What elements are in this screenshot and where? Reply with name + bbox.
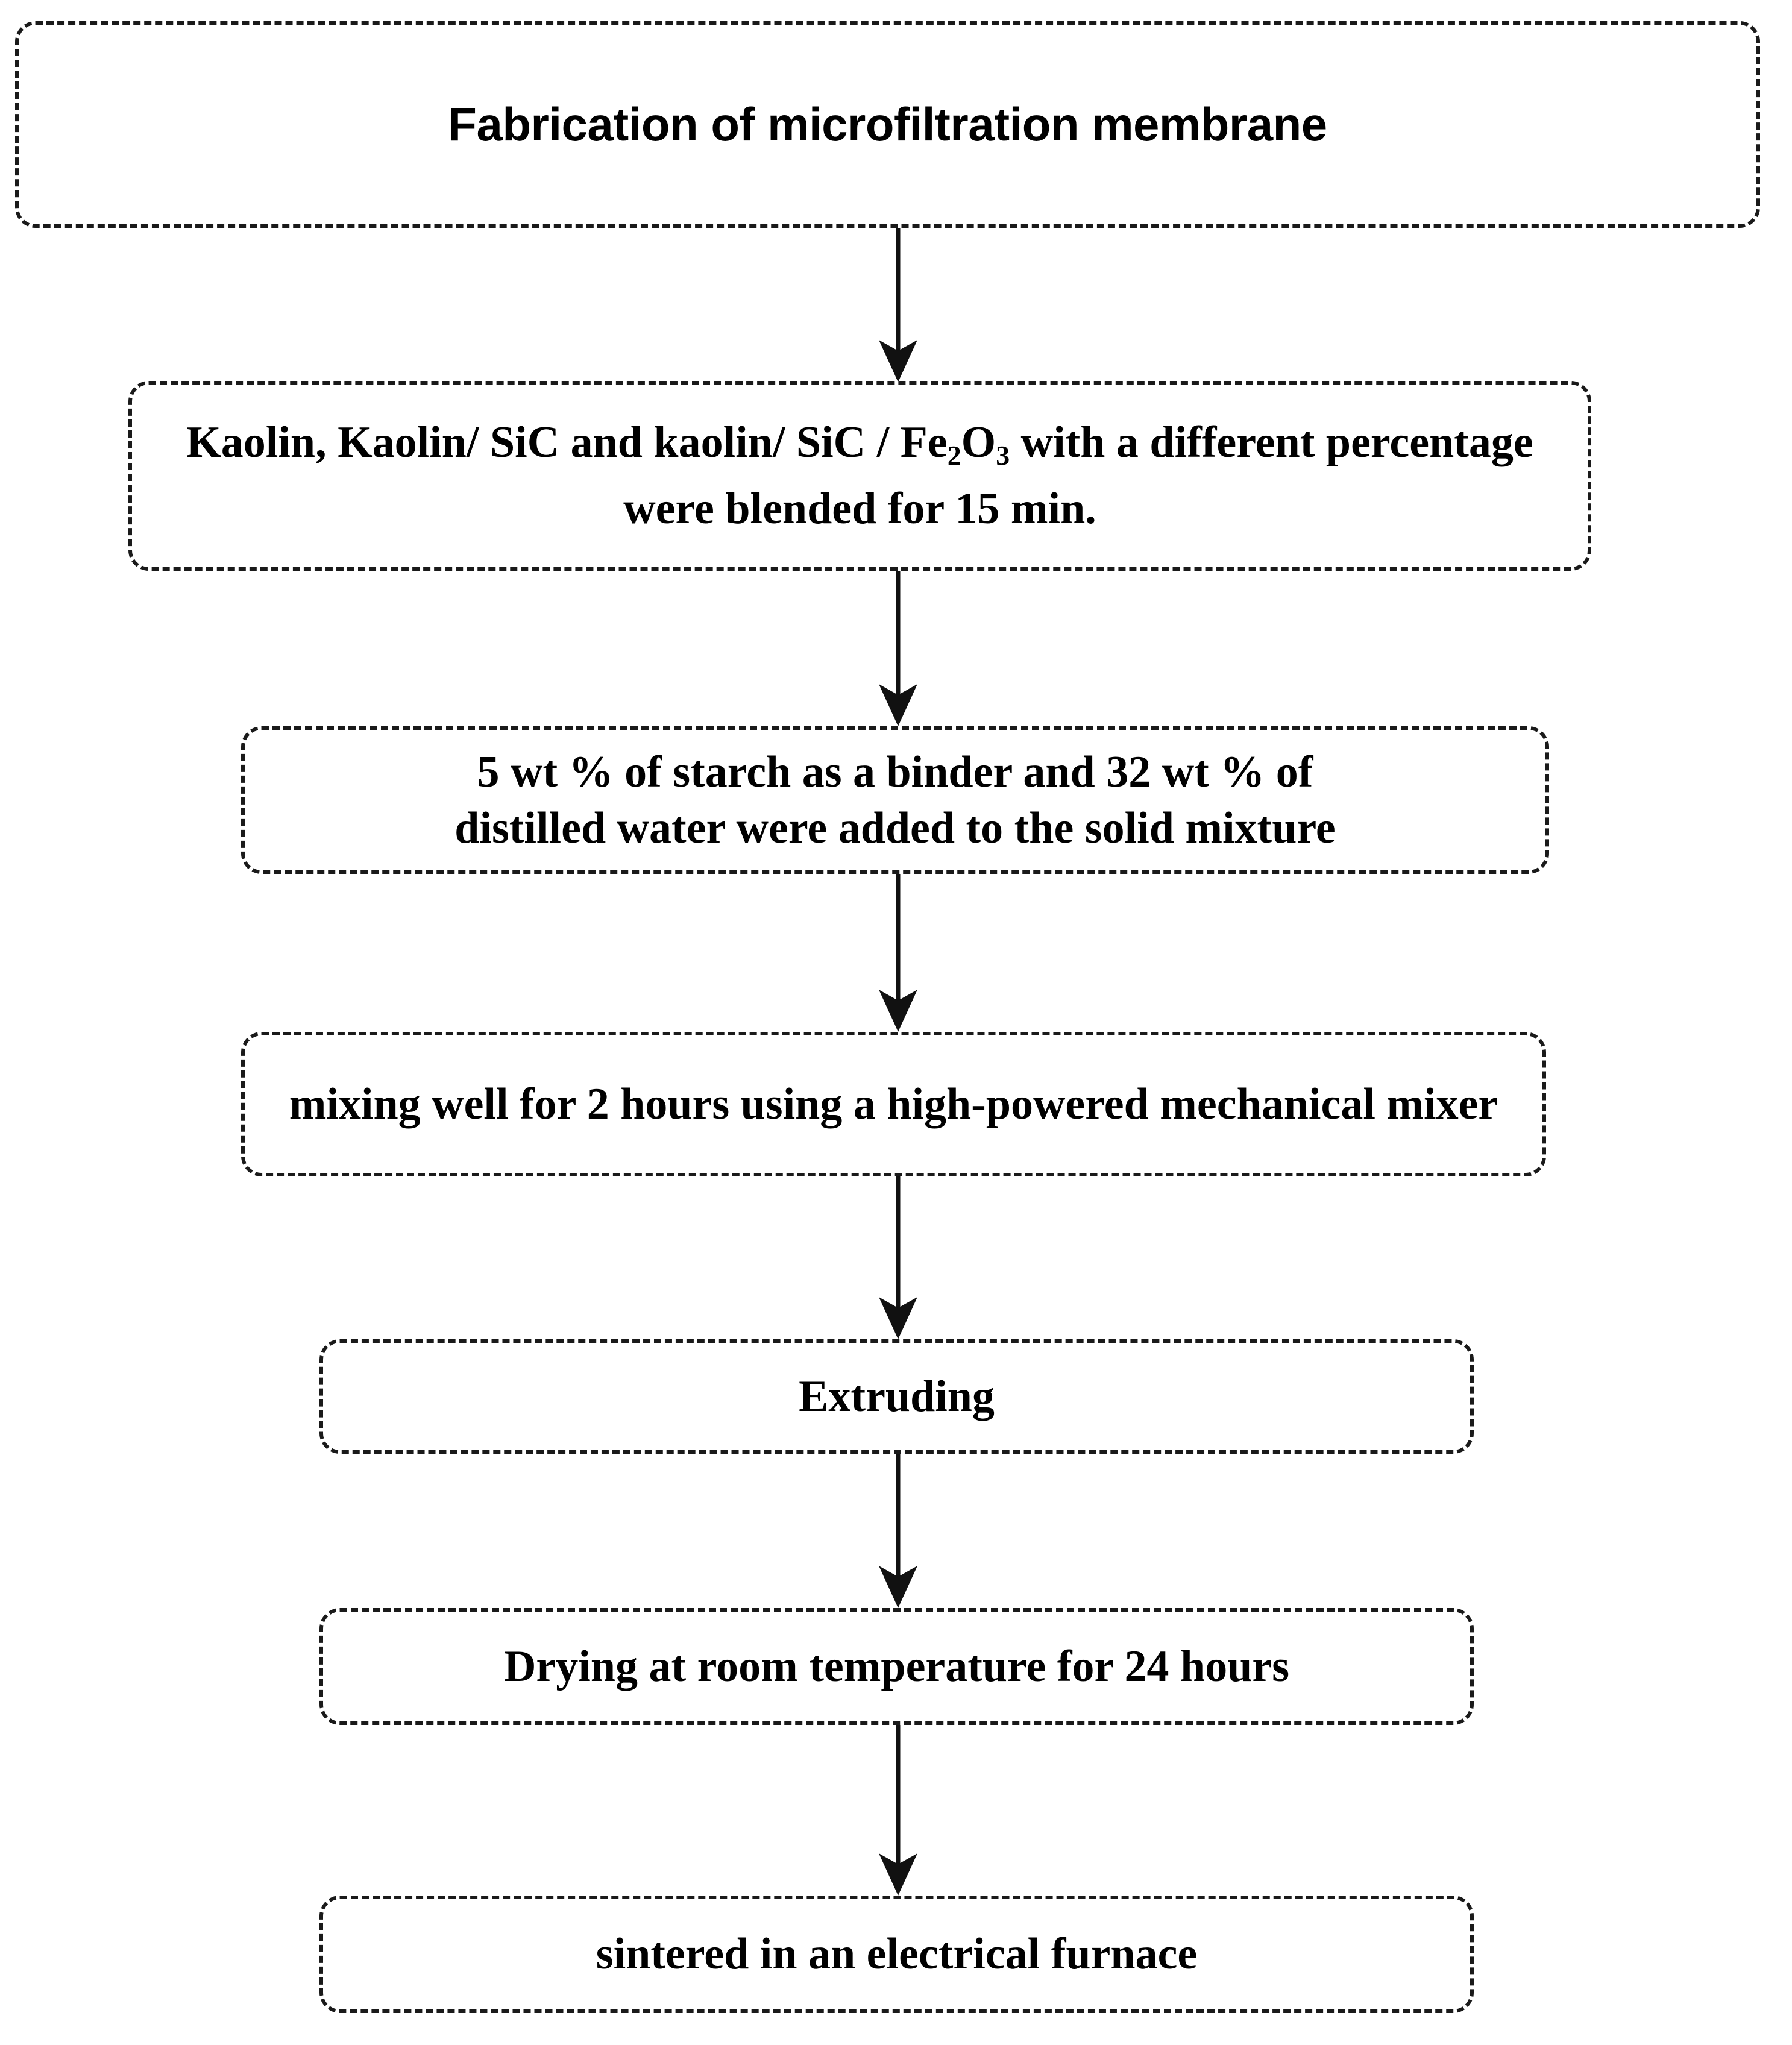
connector-arrow-3-to-4 — [874, 874, 922, 1032]
node-7-label: sintered in an electrical furnace — [596, 1929, 1198, 1979]
node-2-line-2: were blended for 15 min. — [623, 483, 1096, 533]
node-1-label: Fabrication of microfiltration membrane — [448, 97, 1327, 151]
flowchart-node-fabrication-title: Fabrication of microfiltration membrane — [15, 21, 1760, 228]
node-4-label: mixing well for 2 hours using a high-pow… — [289, 1079, 1498, 1129]
connector-arrow-6-to-7 — [874, 1725, 922, 1896]
node-6-label: Drying at room temperature for 24 hours — [503, 1641, 1290, 1691]
subscript-3: 3 — [996, 439, 1010, 471]
flowchart-node-blending-step: Kaolin, Kaolin/ SiC and kaolin/ SiC / Fe… — [128, 381, 1591, 571]
node-3-label: 5 wt % of starch as a binder and 32 wt %… — [454, 744, 1335, 856]
flowchart-node-binder-water-step: 5 wt % of starch as a binder and 32 wt %… — [241, 726, 1549, 874]
flowchart-node-drying-step: Drying at room temperature for 24 hours — [319, 1608, 1474, 1725]
flowchart-node-sintering-step: sintered in an electrical furnace — [319, 1896, 1474, 2013]
connector-arrow-1-to-2 — [874, 228, 922, 382]
flowchart-node-mixing-step: mixing well for 2 hours using a high-pow… — [241, 1032, 1546, 1176]
node-3-line-1: 5 wt % of starch as a binder and 32 wt %… — [477, 747, 1313, 797]
subscript-2: 2 — [947, 439, 961, 471]
connector-arrow-2-to-3 — [874, 571, 922, 726]
node-2-label: Kaolin, Kaolin/ SiC and kaolin/ SiC / Fe… — [186, 410, 1533, 542]
flowchart-node-extruding-step: Extruding — [319, 1339, 1474, 1454]
connector-arrow-4-to-5 — [874, 1176, 922, 1339]
node-2-line-1: Kaolin, Kaolin/ SiC and kaolin/ SiC / Fe… — [186, 417, 1533, 471]
node-5-label: Extruding — [799, 1371, 995, 1421]
connector-arrow-5-to-6 — [874, 1454, 922, 1608]
node-3-line-2: distilled water were added to the solid … — [454, 803, 1336, 853]
